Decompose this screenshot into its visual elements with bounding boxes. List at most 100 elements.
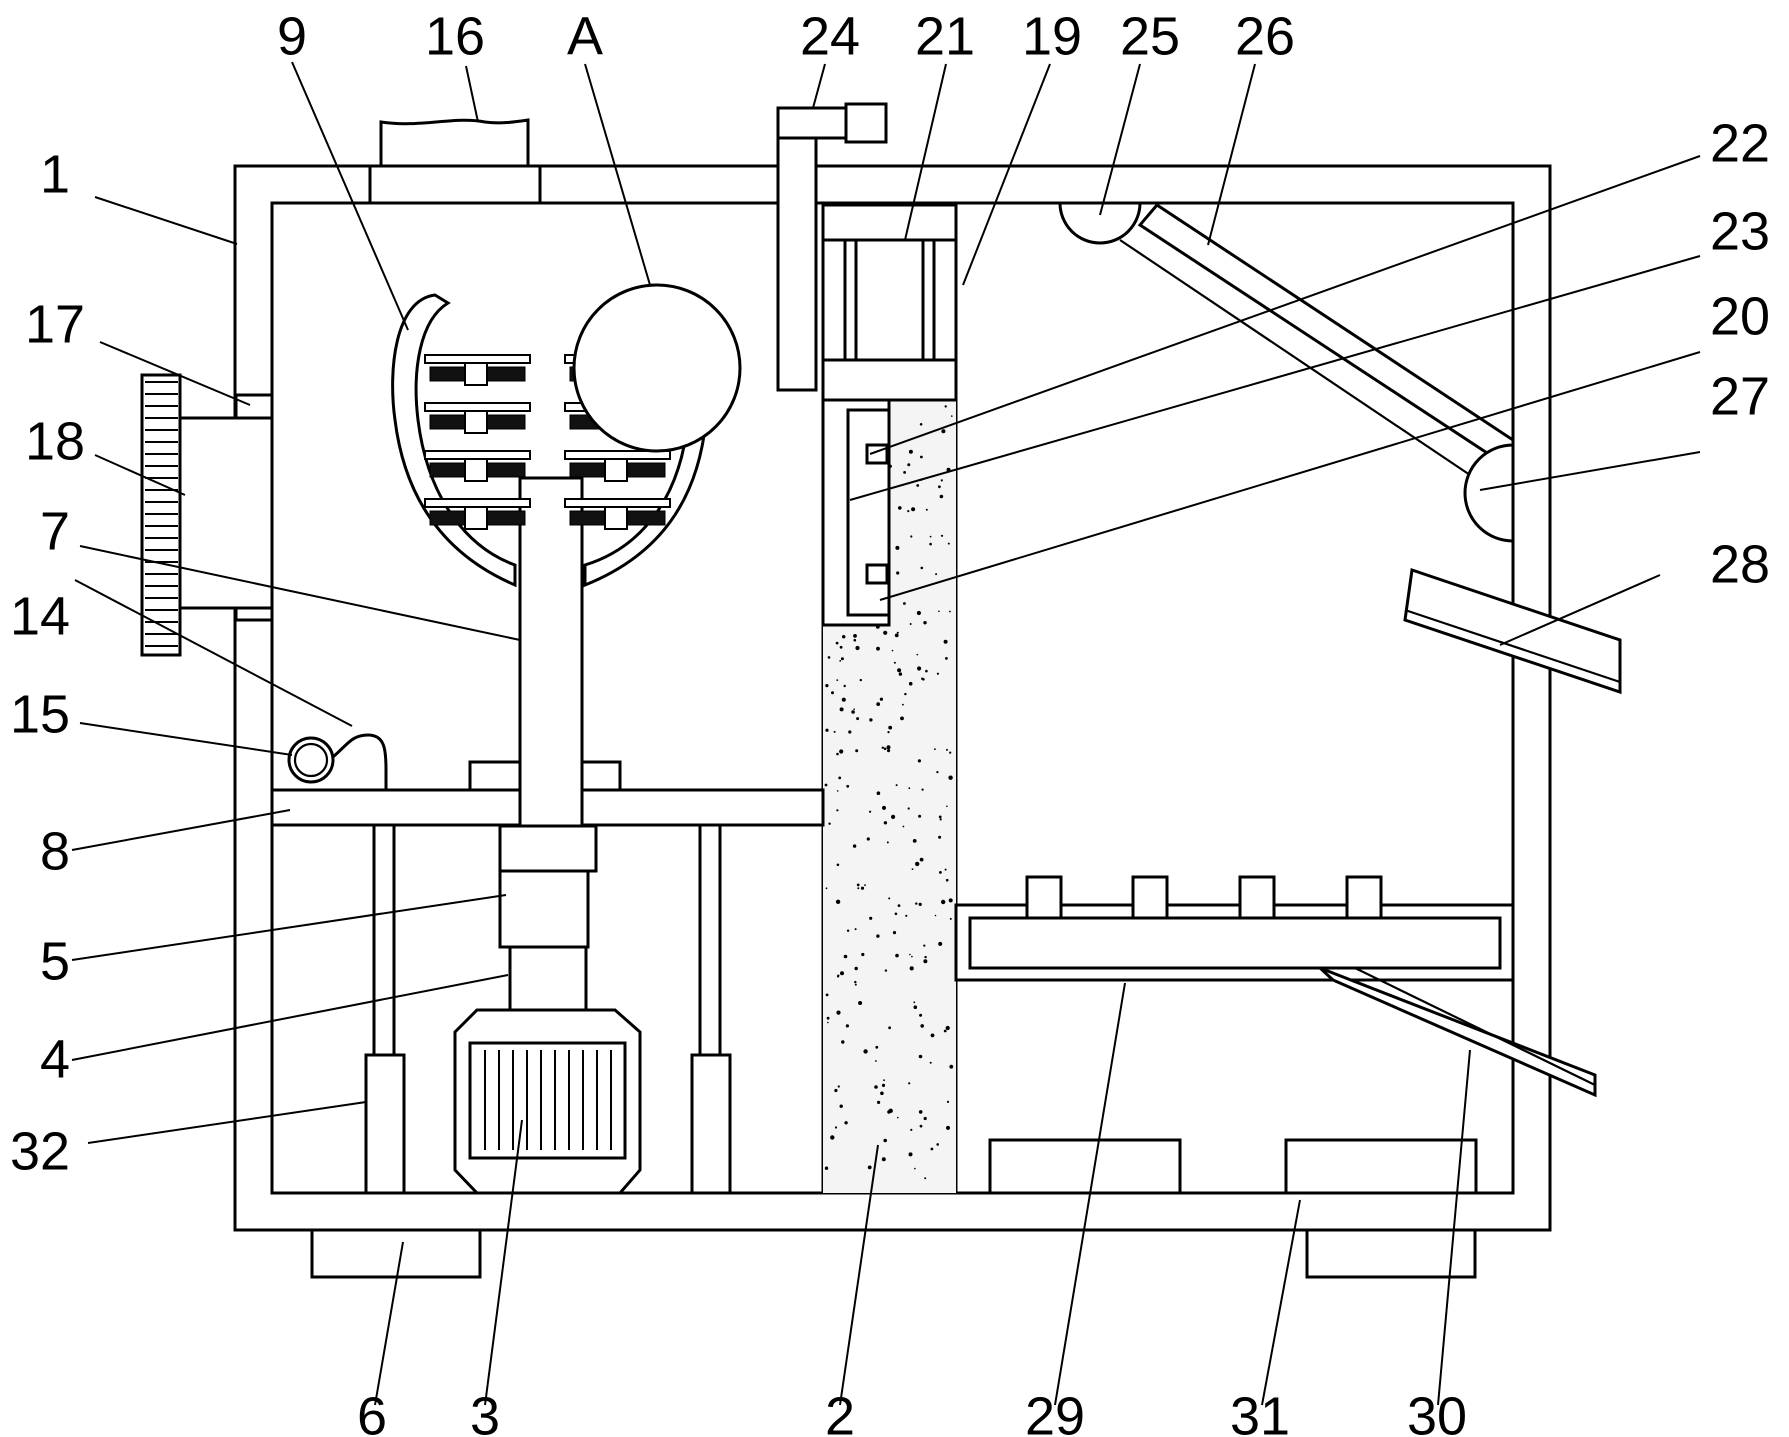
speckle [880, 1091, 884, 1096]
side-fan-18 [140, 373, 274, 657]
speckle [939, 871, 942, 874]
speckle [876, 934, 880, 938]
speckle [831, 691, 834, 695]
speckle [898, 672, 903, 676]
speckle [895, 545, 900, 550]
speckle [891, 814, 896, 820]
speckle [876, 646, 880, 651]
outlet-28 [1403, 568, 1622, 695]
slider-20 [821, 398, 891, 627]
speckle [859, 678, 862, 682]
speckle [911, 868, 914, 870]
speckle [903, 471, 906, 474]
speckle [839, 749, 844, 754]
speckle [854, 966, 858, 971]
speckle [944, 405, 947, 408]
speckle [883, 821, 888, 825]
speckle [919, 857, 924, 862]
speckle [929, 542, 932, 546]
speckle [844, 1121, 848, 1125]
nozzle-15 [287, 733, 388, 790]
speckle [881, 1157, 886, 1162]
speckle [930, 1033, 935, 1038]
speckle [843, 684, 846, 688]
speckle [908, 449, 913, 454]
speckle [908, 1082, 911, 1085]
speckle [896, 631, 899, 634]
speckle [938, 835, 942, 839]
speckle [839, 1104, 843, 1108]
speckle [840, 971, 844, 976]
speckle [947, 542, 950, 545]
grinder-9 [391, 293, 531, 588]
speckle [835, 641, 839, 645]
speckle [944, 868, 947, 871]
blade-hub [464, 362, 488, 386]
speckle [941, 899, 946, 905]
speckle [857, 887, 860, 890]
speckle [876, 702, 881, 706]
posts-32 [364, 823, 732, 1195]
speckle [895, 784, 898, 787]
speckle [917, 666, 922, 671]
speckle [839, 645, 843, 649]
sieve-tray-29 [954, 875, 1597, 1098]
speckle [909, 953, 911, 956]
label-9: 9 [277, 6, 307, 66]
speckle [825, 887, 828, 890]
speckle [852, 844, 857, 848]
blade-bar [564, 498, 671, 508]
speckle [949, 917, 952, 920]
speckle [855, 645, 860, 651]
speckle [875, 1060, 877, 1062]
speckle [943, 639, 948, 644]
label-1: 1 [40, 144, 70, 204]
speckle [836, 863, 840, 867]
speckle [827, 656, 831, 659]
speckle [945, 878, 949, 882]
speckle [946, 748, 948, 751]
speckle [939, 494, 944, 499]
speckle [876, 791, 881, 795]
speckle [915, 902, 918, 905]
speckle [900, 716, 904, 721]
speckle [936, 1143, 939, 1146]
speckle [877, 1100, 881, 1104]
speckle [892, 931, 897, 935]
speckle [848, 730, 852, 734]
speckle [903, 602, 906, 605]
speckle [909, 623, 912, 625]
label-A: A [567, 6, 603, 66]
motor-3 [453, 1008, 642, 1195]
speckle [825, 684, 829, 688]
speckle [939, 818, 942, 821]
speckle [923, 959, 928, 964]
speckle [908, 1152, 913, 1157]
speckle [896, 571, 900, 575]
speckle [910, 535, 913, 538]
collection-boxes [988, 1138, 1478, 1195]
speckle [861, 952, 865, 957]
shaft-7 [498, 476, 598, 1012]
label-5: 5 [40, 931, 70, 991]
speckle [824, 783, 828, 787]
speckle [920, 566, 924, 570]
speckle [918, 814, 922, 818]
speckle [940, 479, 943, 482]
speckle [919, 1013, 923, 1017]
speckle [839, 707, 844, 712]
valve-assembly-24 [776, 102, 958, 402]
speckle [936, 672, 940, 675]
speckle [856, 717, 860, 721]
speckle [921, 788, 924, 791]
speckle [886, 745, 891, 750]
speckle [934, 914, 937, 917]
speckle [864, 884, 866, 886]
speckle [945, 1025, 950, 1031]
speckle [911, 955, 913, 958]
label-4: 4 [40, 1029, 70, 1089]
speckle [883, 1079, 885, 1082]
speckle [856, 883, 860, 887]
speckle [851, 710, 855, 714]
